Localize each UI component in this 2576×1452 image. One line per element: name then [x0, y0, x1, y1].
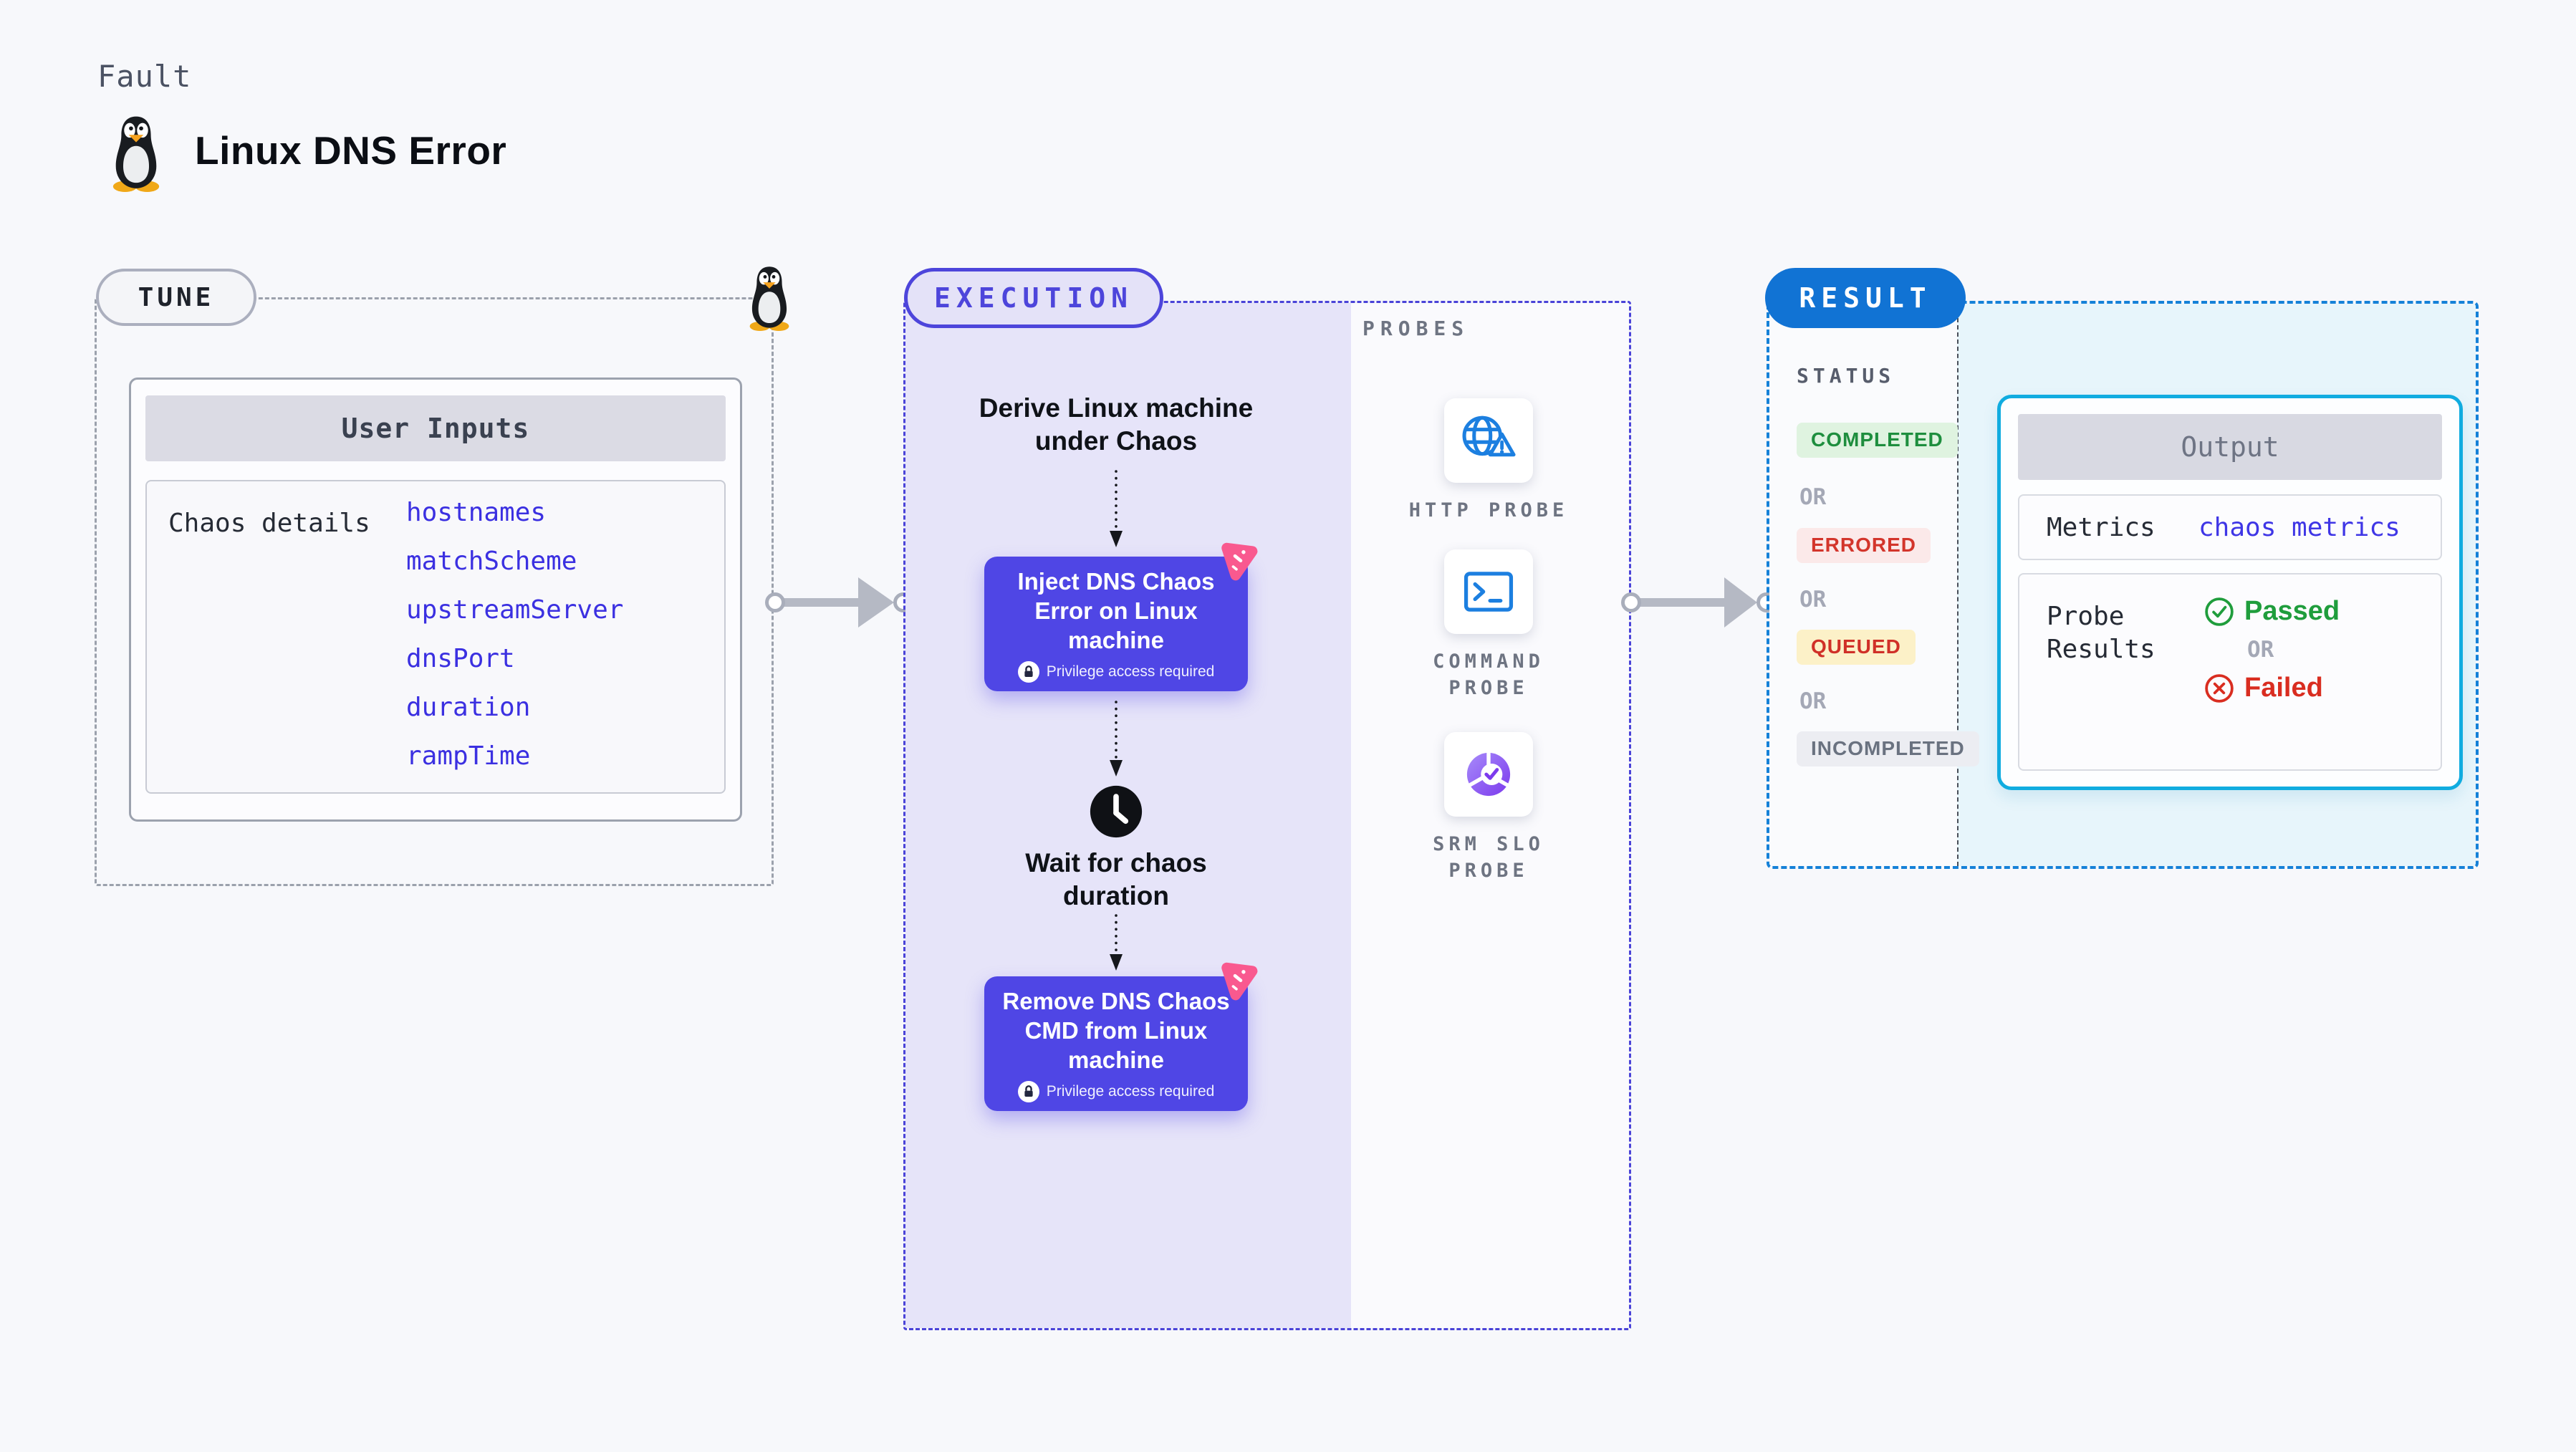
probe-results-row: Probe Results Passed OR Failed: [2018, 573, 2442, 771]
privilege-note: Privilege access required: [1046, 1083, 1215, 1100]
metrics-label: Metrics: [2047, 512, 2156, 542]
input-hostnames: hostnames: [406, 498, 547, 527]
inject-node-label: Inject DNS Chaos Error on Linux machine: [1017, 568, 1215, 653]
probe-results-values: Passed OR Failed: [2204, 596, 2340, 769]
passed-label: Passed: [2244, 596, 2340, 626]
inject-dns-chaos-node[interactable]: Inject DNS Chaos Error on Linux machine …: [984, 557, 1248, 691]
input-upstreamserver: upstreamServer: [406, 595, 624, 625]
command-probe-label: COMMAND PROBE: [1433, 650, 1544, 699]
user-inputs-header: User Inputs: [145, 395, 726, 461]
flow-connector-arrow: [1110, 470, 1123, 547]
output-header: Output: [2018, 414, 2442, 480]
completed-badge: COMPLETED: [1797, 423, 1958, 458]
status-badge-incompleted: INCOMPLETED: [1797, 731, 1979, 766]
srm-slo-probe-label: SRM SLO PROBE: [1433, 833, 1544, 882]
passed-row: Passed: [2204, 596, 2340, 627]
http-probe-label: HTTP PROBE: [1408, 499, 1569, 521]
derive-step-line2: under Chaos: [1034, 426, 1198, 456]
or-separator: OR: [2247, 637, 2274, 663]
wait-step-caption: Wait for chaos duration: [973, 847, 1259, 913]
metrics-value: chaos metrics: [2198, 512, 2400, 542]
terminal-icon: [1457, 564, 1520, 619]
probe-results-label: Probe Results: [2047, 602, 2156, 664]
remove-dns-chaos-node[interactable]: Remove DNS Chaos CMD from Linux machine …: [984, 976, 1248, 1111]
or-separator: OR: [1799, 484, 1827, 510]
probes-section-label: PROBES: [1363, 317, 1470, 340]
chaos-details-label: Chaos details: [168, 509, 370, 538]
or-separator: OR: [1799, 587, 1827, 612]
chaos-details-box: Chaos details hostnames matchScheme upst…: [145, 480, 726, 794]
input-ramptime: rampTime: [406, 741, 531, 771]
status-lane-background: [1769, 304, 1957, 866]
status-badge-queued: QUEUED: [1797, 630, 1916, 665]
metrics-row: Metrics chaos metrics: [2018, 494, 2442, 560]
status-column-label: STATUS: [1797, 364, 1895, 388]
input-matchscheme: matchScheme: [406, 547, 577, 576]
wait-clock-icon: [1089, 784, 1143, 839]
lock-icon: [1018, 661, 1039, 683]
chaos-logo-icon: [1213, 956, 1265, 1008]
incompleted-badge: INCOMPLETED: [1797, 731, 1979, 766]
command-probe-card: [1444, 549, 1533, 634]
queued-badge: QUEUED: [1797, 630, 1916, 665]
privilege-note-row: Privilege access required: [1018, 1081, 1215, 1102]
derive-step-caption: Derive Linux machine under Chaos: [966, 392, 1267, 458]
fault-kicker: Fault: [97, 59, 192, 94]
chaos-logo-icon: [1213, 536, 1265, 588]
linux-tux-icon: [103, 115, 169, 192]
srm-slo-probe-card: [1444, 732, 1533, 817]
failed-label: Failed: [2244, 673, 2323, 703]
globe-warning-icon: [1456, 412, 1522, 469]
input-dnsport: dnsPort: [406, 644, 515, 673]
privilege-note: Privilege access required: [1046, 663, 1215, 680]
status-badge-errored: ERRORED: [1797, 528, 1931, 563]
wait-step-line2: duration: [1063, 881, 1169, 910]
flow-connector-arrow: [1110, 701, 1123, 777]
input-duration: duration: [406, 693, 531, 722]
remove-node-label: Remove DNS Chaos CMD from Linux machine: [1002, 988, 1230, 1073]
execution-badge: EXECUTION: [904, 268, 1163, 328]
execution-to-result-arrow: [1621, 577, 1777, 628]
tune-section-box: [95, 297, 774, 886]
page-title: Linux DNS Error: [195, 128, 507, 173]
user-inputs-card: User Inputs Chaos details hostnames matc…: [129, 378, 742, 822]
check-circle-icon: [2204, 597, 2234, 627]
http-probe-card: [1444, 398, 1533, 483]
output-card: Output Metrics chaos metrics Probe Resul…: [1997, 395, 2463, 790]
tux-icon-small: [742, 265, 797, 331]
slo-donut-icon: [1458, 744, 1519, 805]
failed-row: Failed: [2204, 673, 2340, 703]
lock-icon: [1018, 1081, 1039, 1102]
tune-to-execution-arrow: [765, 577, 913, 628]
result-badge: RESULT: [1765, 268, 1966, 328]
errored-badge: ERRORED: [1797, 528, 1931, 563]
x-circle-icon: [2204, 673, 2234, 703]
wait-step-line1: Wait for chaos: [1025, 848, 1207, 878]
chaos-details-values: hostnames matchScheme upstreamServer dns…: [406, 499, 623, 791]
privilege-note-row: Privilege access required: [1018, 661, 1215, 683]
flow-connector-arrow: [1110, 914, 1123, 971]
status-output-divider: [1957, 304, 1959, 866]
status-badge-completed: COMPLETED: [1797, 423, 1958, 458]
tune-badge: TUNE: [96, 269, 256, 326]
or-separator: OR: [1799, 688, 1827, 714]
derive-step-line1: Derive Linux machine: [979, 393, 1254, 423]
